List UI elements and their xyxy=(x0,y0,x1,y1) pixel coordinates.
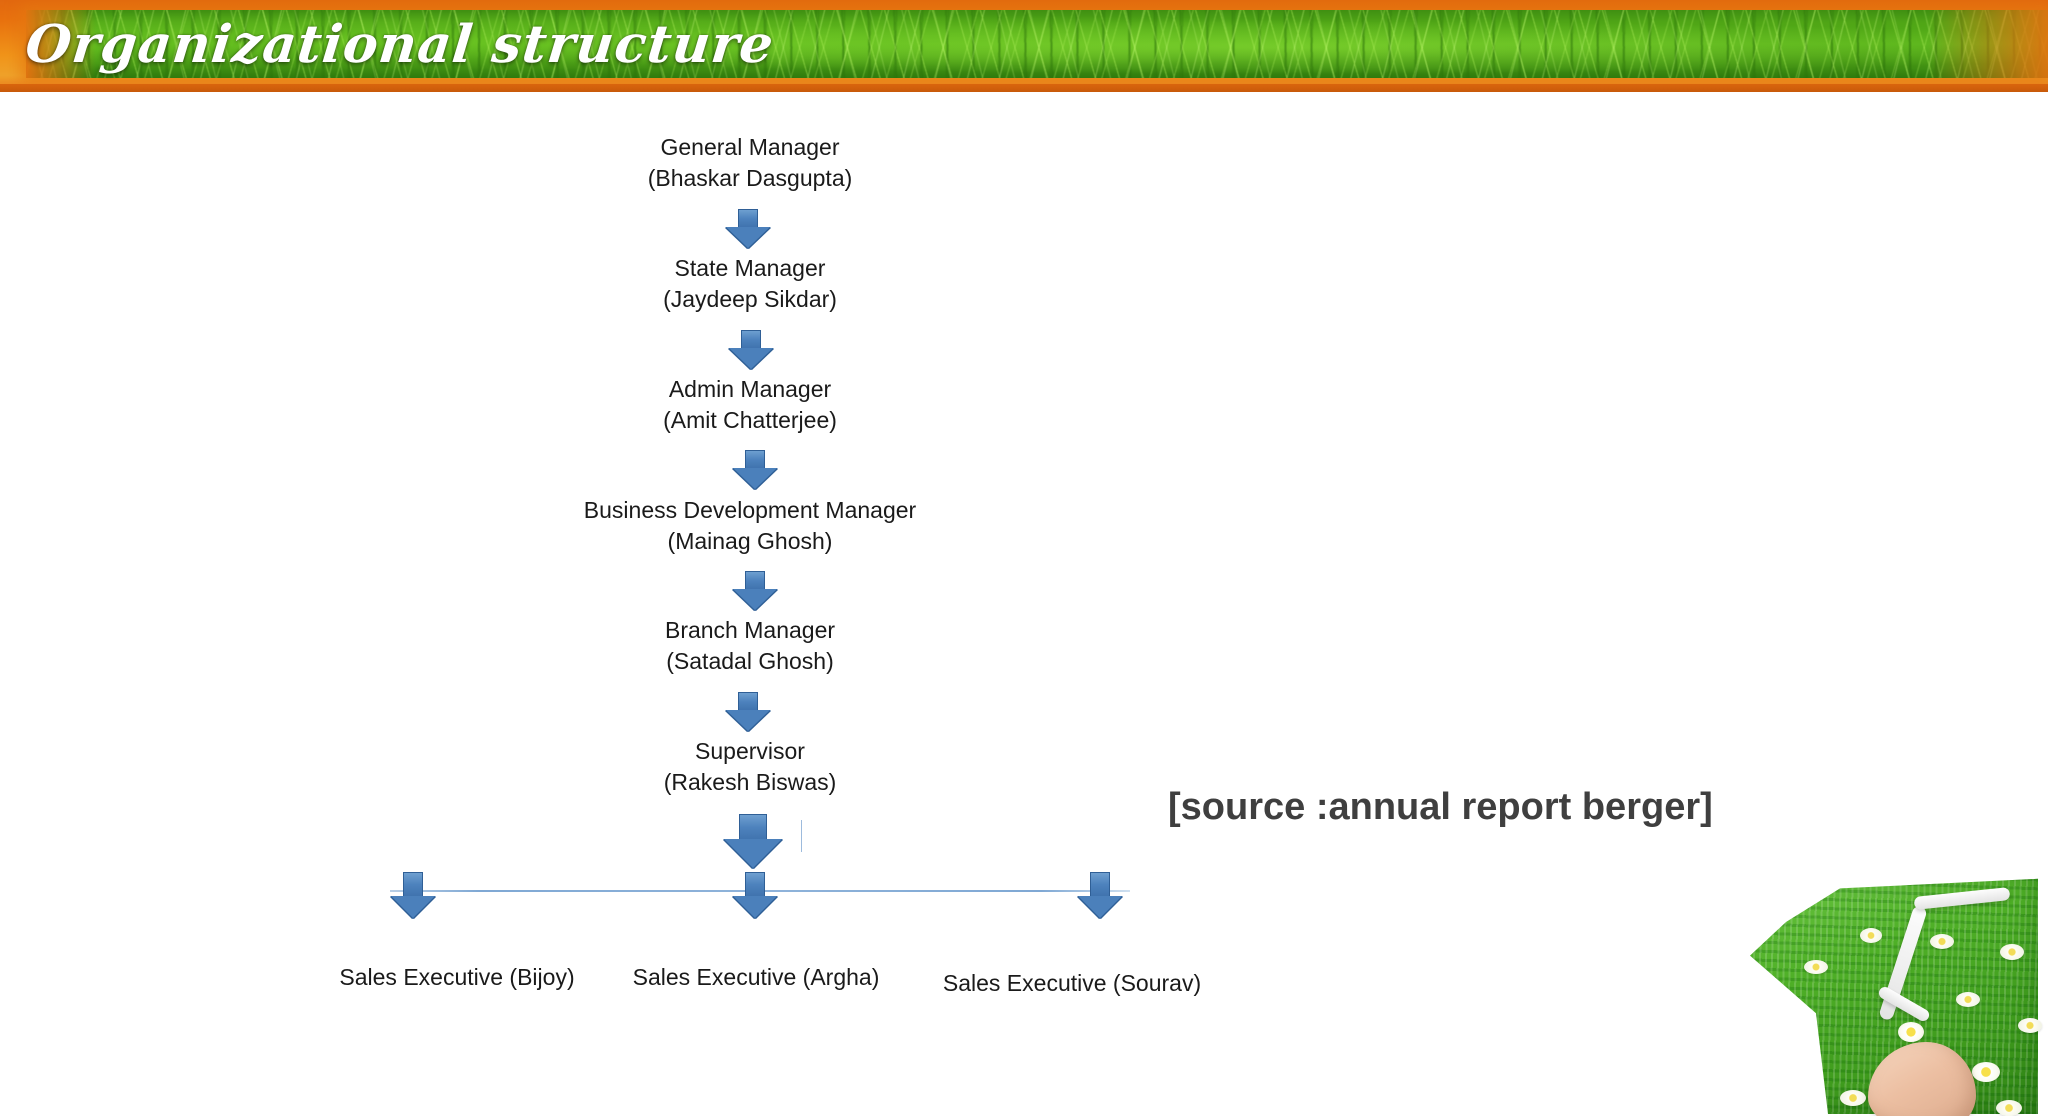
banner-bottom-rule xyxy=(0,84,2048,92)
down-arrow-icon xyxy=(733,872,777,920)
down-arrow-icon xyxy=(724,814,782,870)
org-node-state-manager: State Manager (Jaydeep Sikdar) xyxy=(663,253,837,315)
org-node-sales-executive-sourav: Sales Executive (Sourav) xyxy=(943,968,1201,999)
org-node-role: State Manager xyxy=(674,255,826,281)
source-annotation: [source :annual report berger] xyxy=(1168,786,1713,828)
org-node-branch-manager: Branch Manager (Satadal Ghosh) xyxy=(665,615,835,677)
org-node-person: (Satadal Ghosh) xyxy=(666,648,834,674)
down-arrow-icon xyxy=(733,450,777,489)
grass-banner-image xyxy=(26,10,2048,78)
down-arrow-icon xyxy=(1078,872,1122,920)
org-node-label: Sales Executive (Sourav) xyxy=(942,970,1202,996)
org-node-admin-manager: Admin Manager (Amit Chatterjee) xyxy=(663,374,837,436)
org-node-person: (Mainag Ghosh) xyxy=(667,528,833,554)
org-node-person: (Bhaskar Dasgupta) xyxy=(647,165,853,191)
org-node-sales-executive-argha: Sales Executive (Argha) xyxy=(633,962,880,993)
banner-left-fade xyxy=(26,10,96,78)
org-node-sales-executive-bijoy: Sales Executive (Bijoy) xyxy=(339,962,574,993)
org-node-person: (Amit Chatterjee) xyxy=(663,407,837,433)
down-arrow-icon xyxy=(729,330,773,369)
org-node-role: Admin Manager xyxy=(668,376,832,402)
org-node-label: Sales Executive (Argha) xyxy=(632,964,880,990)
org-node-supervisor: Supervisor (Rakesh Biswas) xyxy=(664,736,837,798)
grass-mat-illustration xyxy=(1700,832,2048,1116)
down-arrow-icon xyxy=(733,571,777,610)
org-node-general-manager: General Manager (Bhaskar Dasgupta) xyxy=(648,132,853,194)
down-arrow-icon xyxy=(391,872,435,920)
page-title: Organizational structure xyxy=(22,14,778,75)
org-node-role: General Manager xyxy=(660,134,840,160)
org-node-label: Sales Executive (Bijoy) xyxy=(339,964,575,990)
grass-mat-with-daisies-photo xyxy=(1700,832,2048,1116)
banner-right-fade xyxy=(1928,10,2048,78)
org-node-role: Branch Manager xyxy=(664,617,836,643)
org-node-person: (Jaydeep Sikdar) xyxy=(663,286,837,312)
org-node-business-development-manager: Business Development Manager (Mainag Gho… xyxy=(584,495,916,557)
slide-header-banner: Organizational structure xyxy=(0,0,2048,92)
org-node-role: Business Development Manager xyxy=(583,497,917,523)
stray-connector-tick xyxy=(801,820,802,852)
org-node-role: Supervisor xyxy=(695,738,805,764)
org-node-person: (Rakesh Biswas) xyxy=(663,769,837,795)
down-arrow-icon xyxy=(726,209,770,248)
down-arrow-icon xyxy=(726,692,770,731)
org-chart: General Manager (Bhaskar Dasgupta) State… xyxy=(0,92,2048,1116)
